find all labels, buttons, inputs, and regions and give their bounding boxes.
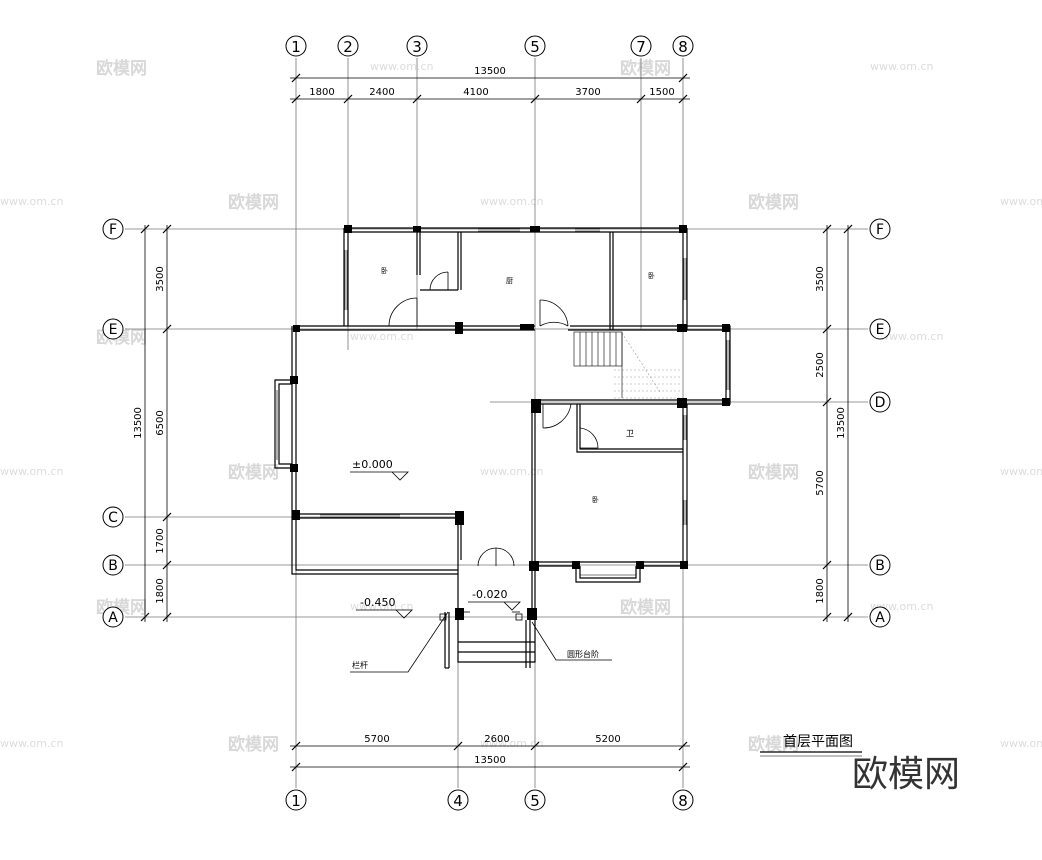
room-labels: 卧 厨 卧 卫 卧 (381, 267, 655, 504)
watermark-url: www.om.cn (0, 195, 63, 208)
dimension-text: 6500 (155, 410, 166, 435)
watermark-brand: 欧模网 (620, 58, 671, 79)
room-label: 厨 (506, 277, 513, 285)
right-axis-bubbles: F E D B A (869, 218, 891, 628)
level-main-text: ±0.000 (352, 458, 393, 471)
dimension-text: 1800 (309, 87, 334, 98)
dimension-text: 13500 (474, 755, 506, 766)
axis-label-top: 3 (412, 38, 422, 56)
dimension-text: 3700 (575, 87, 600, 98)
watermark-brand: 欧模网 (748, 462, 799, 483)
level-yard-text: -0.450 (360, 596, 395, 609)
axis-label-right: B (875, 558, 885, 574)
dimension-text: 13500 (474, 66, 506, 77)
left-dimensions: 13500 3500 6500 1700 1800 (133, 224, 172, 622)
left-axis-bubbles: F E C B A (102, 218, 124, 628)
watermark-url: www.om.cn (1000, 195, 1042, 208)
dimension-text: 1800 (155, 578, 166, 603)
dimension-text: 13500 (836, 407, 847, 439)
dimension-text: 2500 (815, 352, 826, 377)
watermark-logo: 欧模网 (852, 754, 960, 795)
axis-label-right: D (875, 395, 886, 411)
axis-label-top: 7 (636, 38, 646, 56)
callout-steps: 圆形台阶 (567, 649, 599, 659)
axis-label-bottom: 8 (678, 792, 688, 810)
watermark-brand: 欧模网 (620, 597, 671, 618)
watermark-brand: 欧模网 (748, 734, 799, 755)
axis-label-left: F (109, 222, 117, 238)
watermark-brand: 欧模网 (96, 58, 147, 79)
dimension-text: 4100 (463, 87, 488, 98)
dimension-text: 2600 (484, 734, 509, 745)
dimension-text: 1700 (155, 528, 166, 553)
axis-label-right: A (875, 610, 885, 626)
axis-label-left: E (109, 322, 118, 338)
dimension-text: 5200 (595, 734, 620, 745)
watermark-layer: 欧模网 www.om.cn 欧模网 www.om.cn 欧模网 www.om.c… (0, 58, 1042, 755)
dimension-text: 13500 (133, 407, 144, 439)
structural-columns (290, 225, 730, 620)
porch-railings (439, 611, 523, 621)
right-dimensions: 3500 2500 5700 1800 13500 (815, 224, 853, 622)
bottom-axis-bubbles: 1 4 5 8 (285, 789, 694, 811)
watermark-brand: 欧模网 (748, 192, 799, 213)
doors (388, 271, 599, 567)
drawing-title: 首层平面图 (760, 734, 862, 757)
axis-label-bottom: 4 (453, 792, 463, 810)
watermark-brand: 欧模网 (228, 462, 279, 483)
staircase (573, 331, 682, 399)
dimension-text: 5700 (364, 734, 389, 745)
axis-label-left: C (108, 510, 118, 526)
watermark-brand: 欧模网 (228, 192, 279, 213)
callout-railing: 栏杆 (352, 660, 368, 670)
room-label: 卫 (626, 429, 634, 438)
watermark-url: www.om.cn (480, 465, 543, 478)
windows (276, 228, 730, 576)
watermark-url: www.om.cn (880, 330, 943, 343)
room-label: 卧 (381, 267, 388, 275)
axis-label-bottom: 1 (291, 792, 301, 810)
axis-label-left: B (108, 558, 118, 574)
dimension-text: 2400 (369, 87, 394, 98)
dimension-text: 1500 (649, 87, 674, 98)
dimension-text: 3500 (815, 266, 826, 291)
vertical-axis-lines (295, 58, 684, 788)
axis-label-bottom: 5 (530, 792, 540, 810)
watermark-url: www.om.cn (0, 737, 63, 750)
dimension-text: 1800 (815, 578, 826, 603)
watermark-url: www.om.cn (480, 195, 543, 208)
horizontal-axis-lines (125, 228, 868, 618)
watermark-url: www.om.cn (480, 737, 543, 750)
dimension-text: 5700 (815, 470, 826, 495)
watermark-brand: 欧模网 (228, 734, 279, 755)
watermark-url: www.om.cn (1000, 465, 1042, 478)
axis-label-top: 8 (678, 38, 688, 56)
axis-label-right: F (876, 222, 884, 238)
axis-label-right: E (876, 322, 885, 338)
axis-label-top: 2 (343, 38, 353, 56)
watermark-url: www.om.cn (370, 60, 433, 73)
watermark-url: www.om.cn (0, 465, 63, 478)
callouts: 栏杆 圆形台阶 (350, 611, 612, 673)
top-dimensions: 13500 1800 2400 4100 3700 1500 (290, 66, 690, 104)
level-porch-text: -0.020 (472, 588, 507, 601)
watermark-url: www.om.cn (350, 330, 413, 343)
bottom-dimensions: 5700 2600 5200 13500 (290, 734, 690, 772)
drawing-title-text: 首层平面图 (783, 734, 853, 750)
axis-label-top: 5 (530, 38, 540, 56)
watermark-url: www.om.cn (870, 60, 933, 73)
room-label: 卧 (648, 272, 655, 280)
dimension-text: 3500 (155, 266, 166, 291)
top-axis-bubbles: 1 2 3 5 7 8 (285, 35, 694, 57)
axis-label-top: 1 (291, 38, 301, 56)
level-markers: ±0.000 -0.020 -0.450 (350, 458, 521, 619)
watermark-url: www.om.cn (1000, 737, 1042, 750)
walls (274, 227, 731, 669)
axis-label-left: A (108, 610, 118, 626)
room-label: 卧 (592, 496, 599, 504)
